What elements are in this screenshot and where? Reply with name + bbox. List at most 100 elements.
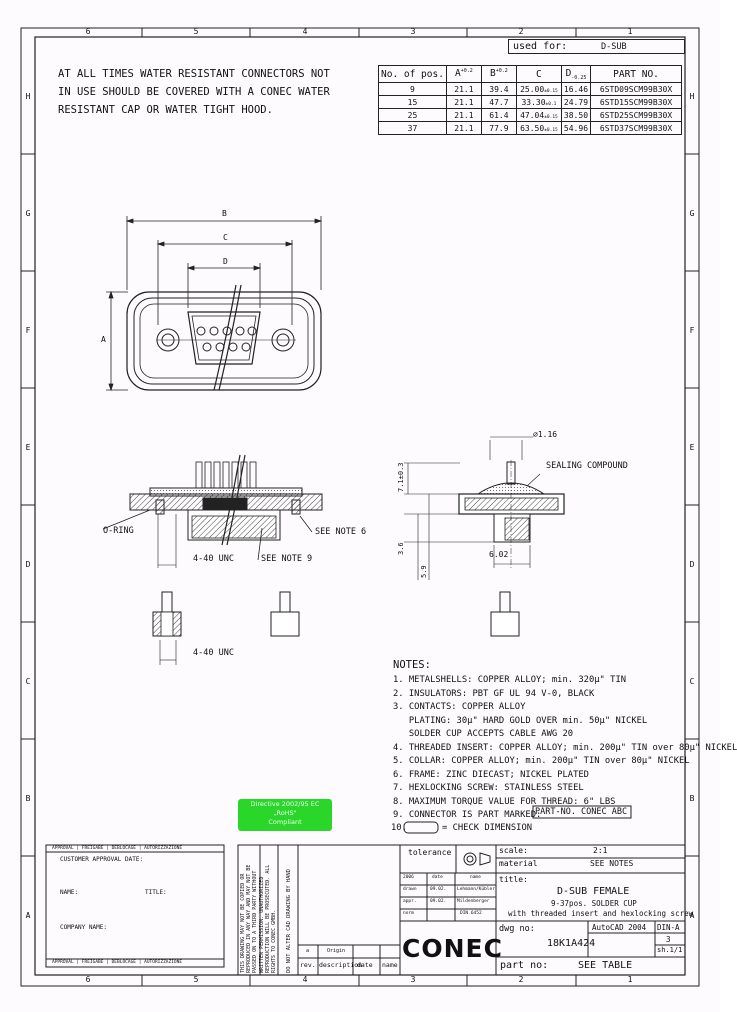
row-marker-left: E (25, 443, 31, 452)
row-marker-left: C (25, 677, 31, 686)
drawing-subtitle: with threaded insert and hexlocking scre… (508, 909, 694, 918)
row-marker-left: H (25, 92, 31, 101)
cell-part-value: 6STD25SCM99B30X (599, 110, 673, 120)
cell-c-tolerance: ±0.15 (544, 127, 558, 133)
cell-c-value: 47.04 (520, 110, 545, 120)
see-note-6-callout: SEE NOTE 6 (315, 527, 367, 537)
dwg-number: 18K1A424 (547, 938, 596, 949)
column-marker-bottom: 4 (302, 975, 308, 984)
drawn-row: drawn (403, 887, 417, 892)
part-marking: PART-NO. CONEC ABC (535, 807, 628, 817)
dim-71-label: 7.1±0.3 (397, 462, 405, 492)
note-item: 6. FRAME: ZINC DIECAST; NICKEL PLATED (393, 769, 589, 780)
technical-drawing (45, 216, 686, 976)
rohs-line: Compliant (268, 818, 302, 826)
rohs-line: „RoHS" (273, 809, 297, 817)
dim-b-label: B (222, 209, 227, 218)
insert-details (152, 591, 520, 665)
row-marker-right: A (689, 911, 695, 920)
check-note-number: 10. (391, 823, 407, 833)
row-marker-right: H (689, 92, 695, 101)
appr-row: appr. (403, 899, 417, 904)
drawing-sheet: used for: D-SUB AT ALL TIMES WATER RESIS… (20, 27, 737, 987)
cad-warning: DO NOT ALTER CAD DRAWING BY HAND (286, 869, 292, 973)
approval-header: APPROVAL | FREIGABE | DEBLOCAGE | AUTORI… (52, 846, 183, 851)
cell-c: 63.50±0.15 (515, 121, 562, 135)
din-size: 3 (666, 935, 671, 944)
cell-pos-value: 15 (407, 97, 418, 107)
cell-c-tolerance: ±0.15 (544, 88, 558, 94)
row-marker-left: D (25, 560, 31, 569)
cell-b-value: 61.4 (489, 110, 509, 120)
note-item: PLATING: 30µ" HARD GOLD OVER min. 50µ" N… (393, 715, 648, 726)
scale-label: scale: (499, 846, 528, 855)
column-marker-bottom: 2 (518, 975, 524, 984)
warning-line: IN USE SHOULD BE COVERED WITH A CONEC WA… (58, 86, 330, 98)
parts-table: No. of pos. A+0.2 B+0.2 C D-0.25 PART NO… (378, 65, 683, 135)
cell-b-value: 47.7 (489, 97, 509, 107)
cell-b-value: 77.9 (489, 123, 509, 133)
cell-d-value: 16.46 (563, 84, 589, 94)
note-item: 2. INSULATORS: PBT GF UL 94 V-0, BLACK (393, 688, 595, 699)
row-marker-right: B (689, 794, 695, 803)
cell-part: 6STD37SCM99B30X (590, 121, 683, 135)
dim-a-label: A (101, 335, 106, 344)
note-item: 3. CONTACTS: COPPER ALLOY (393, 702, 526, 712)
row-marker-right: G (689, 209, 695, 218)
check-note-text: = CHECK DIMENSION (442, 823, 533, 833)
cell-a-value: 21.1 (454, 123, 474, 133)
dwg-label: dwg no: (499, 924, 535, 934)
row-marker-left: A (25, 911, 31, 920)
cell-d: 54.96 (560, 121, 592, 135)
customer-approval-date: CUSTOMER APPROVAL DATE: (60, 856, 144, 863)
thread-callout: 4-40 UNC (193, 648, 234, 658)
part-no-label: part no: (500, 960, 549, 971)
note-item: SOLDER CUP ACCEPTS CABLE AWG 20 (393, 729, 574, 739)
din-format: DIN-A (657, 923, 680, 932)
revision-header: description (319, 961, 363, 969)
cell-c-value: 33.30 (521, 97, 546, 107)
norm-row: DIN 6452 (460, 911, 482, 916)
o-ring-callout: O-RING (103, 526, 134, 536)
cell-a-value: 21.1 (454, 97, 474, 107)
col-header-b-label: B (490, 68, 496, 80)
cell-c-value: 63.50 (520, 123, 545, 133)
col-header-a-label: A (455, 68, 461, 80)
front-view (126, 284, 322, 391)
cell-a-value: 21.1 (454, 110, 474, 120)
dim-c-label: C (223, 233, 228, 242)
revision-rev: a (306, 948, 310, 954)
conec-logo: CONEC (402, 934, 503, 963)
note-item: 5. COLLAR: COPPER ALLOY; min. 200µ" TIN … (393, 756, 690, 766)
column-marker-bottom: 1 (627, 975, 633, 984)
approval-company: COMPANY NAME: (60, 924, 107, 931)
drawing-title: D-SUB FEMALE (557, 886, 630, 897)
cell-c-value: 25.00 (520, 84, 545, 94)
column-marker-top: 3 (410, 27, 416, 36)
dim-36-label: 3.6 (397, 542, 405, 555)
cell-c-tolerance: ±0.1 (545, 101, 557, 107)
sealing-compound-callout: SEALING COMPOUND (546, 461, 628, 471)
title-block-grid (45, 805, 686, 976)
drawn-row: 09.02. (430, 887, 447, 892)
notes-title: NOTES: (393, 659, 431, 671)
drawn-head: date (432, 875, 443, 880)
column-marker-top: 1 (627, 27, 633, 36)
used-for-value: D-SUB (601, 42, 627, 52)
revision-header: rev. (300, 961, 316, 969)
thread-callout: 4-40 UNC (193, 554, 234, 564)
cell-d-value: 54.96 (563, 123, 589, 133)
col-header-d-tol: -0.25 (571, 74, 587, 81)
side-section-view (102, 454, 323, 568)
drawn-head: 2006 (403, 875, 414, 880)
column-marker-top: 4 (302, 27, 308, 36)
approval-title: TITLE: (145, 889, 167, 896)
note-item: 7. HEXLOCKING SCREW: STAINLESS STEEL (393, 783, 584, 793)
approval-name: NAME: (60, 889, 79, 896)
tolerance-label: tolerance (408, 848, 452, 857)
